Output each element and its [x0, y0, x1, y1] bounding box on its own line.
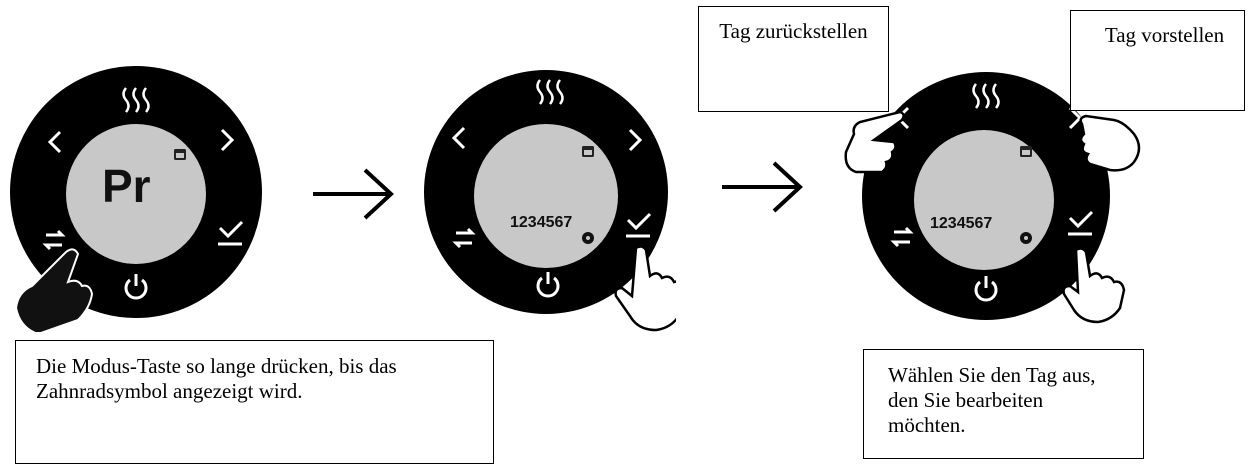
chevron-right-icon[interactable] — [1068, 106, 1083, 130]
hand-point-left-icon — [844, 110, 905, 174]
lcd-text: 1234567 — [930, 215, 992, 232]
calendar-icon — [174, 149, 186, 160]
hand-point-right-icon — [1079, 114, 1141, 172]
hand-press-icon — [614, 245, 676, 332]
heat-icon[interactable] — [972, 83, 1000, 109]
confirm-icon[interactable] — [626, 212, 652, 238]
thermostat-dial-3: 1234567 — [826, 56, 1156, 346]
lcd-display — [474, 124, 618, 268]
power-icon[interactable] — [974, 276, 998, 302]
lcd-display — [914, 130, 1054, 270]
hand-press-icon — [1062, 247, 1126, 324]
lcd-text: 1234567 — [510, 214, 572, 231]
power-icon[interactable] — [536, 272, 560, 298]
thermostat-dial-2: 1234567 — [416, 52, 676, 332]
arrow-1 — [313, 164, 395, 229]
mode-icon[interactable] — [42, 229, 66, 251]
lcd-text: Pr — [102, 160, 151, 212]
hand-press-icon — [14, 248, 94, 332]
heat-icon[interactable] — [536, 79, 564, 105]
mode-icon[interactable] — [890, 226, 914, 248]
power-icon[interactable] — [124, 274, 148, 300]
callout-select-day: Wählen Sie den Tag aus, den Sie bearbeit… — [863, 349, 1144, 459]
gear-icon — [1020, 232, 1032, 244]
callout-mode-instruction: Die Modus-Taste so lange drücken, bis da… — [15, 340, 494, 464]
mode-icon[interactable] — [452, 227, 476, 249]
chevron-left-icon[interactable] — [451, 126, 466, 150]
calendar-icon — [1020, 146, 1032, 157]
heat-icon[interactable] — [122, 87, 150, 113]
thermostat-dial-1: Pr — [6, 52, 266, 332]
confirm-icon[interactable] — [1068, 210, 1094, 236]
gear-icon — [582, 232, 594, 244]
callout-day-back: Tag zurückstellen — [698, 6, 889, 112]
lcd-display — [66, 124, 206, 264]
chevron-right-icon[interactable] — [220, 128, 235, 152]
callout-day-forward: Tag vorstellen — [1070, 10, 1245, 111]
confirm-icon[interactable] — [218, 220, 244, 246]
calendar-icon — [582, 146, 594, 157]
chevron-left-icon[interactable] — [47, 130, 62, 154]
arrow-2 — [722, 157, 804, 222]
chevron-right-icon[interactable] — [628, 128, 643, 152]
